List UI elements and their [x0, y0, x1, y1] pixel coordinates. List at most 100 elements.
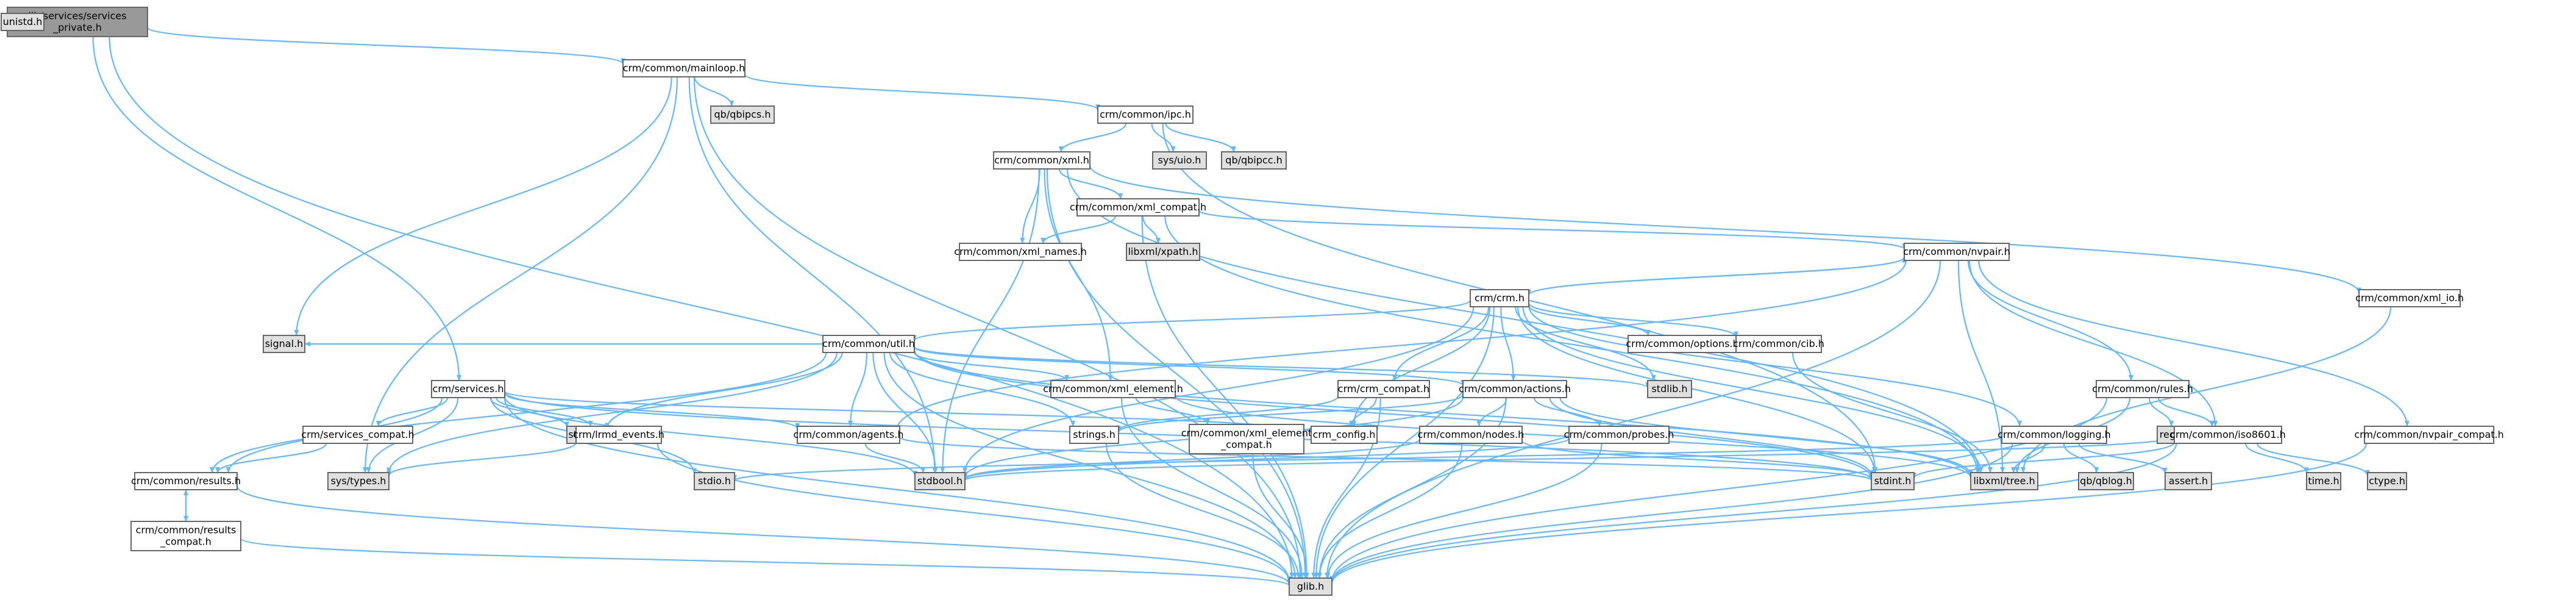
edge-xmlcompat-to-glib: [1141, 215, 1309, 579]
node-label-sysuio-0: sys/uio.h: [1158, 154, 1201, 166]
node-iso8601[interactable]: crm/common/iso8601.h: [2170, 426, 2286, 444]
edge-nodes-to-glib: [1317, 443, 1463, 579]
node-stdint[interactable]: stdint.h: [1871, 472, 1915, 490]
node-stdbool[interactable]: stdbool.h: [914, 472, 966, 490]
edge-lrmd-to-systypes: [386, 442, 577, 477]
edge-xmlelement-to-xmlelementcompat: [1135, 397, 1210, 425]
node-crmcompat[interactable]: crm/crm_compat.h: [1337, 380, 1430, 398]
edge-probes-to-glib: [1325, 443, 1603, 579]
node-glib[interactable]: glib.h: [1289, 578, 1332, 596]
node-xmlelement[interactable]: crm/common/xml_element.h: [1043, 380, 1183, 398]
node-probes[interactable]: crm/common/probes.h: [1564, 426, 1674, 444]
node-assert[interactable]: assert.h: [2165, 472, 2212, 490]
node-systypes[interactable]: sys/types.h: [327, 472, 390, 490]
node-label-stdlib-0: stdlib.h: [1651, 383, 1687, 395]
node-label-xmlelementcompat-1: _compat.h: [1220, 439, 1272, 451]
edge-xml-to-xmlio: [1089, 165, 2361, 294]
node-box-crm: [1470, 289, 1529, 307]
edge-root-to-services: [92, 36, 462, 381]
node-sysuio[interactable]: sys/uio.h: [1152, 151, 1207, 170]
node-servicescompat[interactable]: crm/services_compat.h: [301, 426, 415, 444]
edge-util-to-string: [605, 352, 843, 429]
node-box-crmconfig: [1311, 426, 1378, 444]
edge-util-to-agents: [848, 352, 867, 427]
edges-layer: [7, 20, 2410, 587]
node-box-libxmltree: [1970, 472, 2038, 490]
node-box-options: [1628, 335, 1737, 353]
node-ipc[interactable]: crm/common/ipc.h: [1097, 106, 1194, 124]
node-libxmltree[interactable]: libxml/tree.h: [1970, 472, 2038, 490]
edge-crm-to-actions: [1500, 306, 1516, 381]
edge-services-to-lrmd: [496, 397, 593, 427]
node-xmlcompat[interactable]: crm/common/xml_compat.h: [1070, 198, 1206, 216]
node-cib[interactable]: crm/common/cib.h: [1733, 335, 1824, 353]
edge-root-to-mainloop: [146, 26, 625, 65]
node-libxmlxpath[interactable]: libxml/xpath.h: [1126, 243, 1200, 261]
node-qbipcc[interactable]: qb/qbipcc.h: [1221, 151, 1287, 170]
node-ctype[interactable]: ctype.h: [2367, 472, 2407, 490]
node-nodes[interactable]: crm/common/nodes.h: [1418, 426, 1525, 444]
node-qblog[interactable]: qb/qblog.h: [2078, 472, 2134, 490]
edge-resultscompat-to-glib: [240, 538, 1292, 587]
node-box-iso8601: [2174, 426, 2282, 444]
node-resultscompat[interactable]: crm/common/results_compat.h: [130, 521, 241, 551]
edge-crmcompat-to-strings: [1116, 396, 1339, 432]
node-rules[interactable]: crm/common/rules.h: [2092, 380, 2193, 398]
node-time[interactable]: time.h: [2306, 472, 2341, 490]
node-label-assert-0: assert.h: [2169, 475, 2208, 487]
node-xml[interactable]: crm/common/xml.h: [993, 151, 1091, 170]
node-box-actions: [1462, 380, 1567, 398]
node-util[interactable]: crm/common/util.h: [822, 335, 915, 353]
node-options[interactable]: crm/common/options.h: [1626, 335, 1739, 353]
node-label-servicescompat-0: crm/services_compat.h: [301, 429, 414, 441]
node-xmlio[interactable]: crm/common/xml_io.h: [2355, 289, 2464, 307]
edge-crm-to-stdlib: [1515, 306, 1656, 381]
node-label-util-0: crm/common/util.h: [822, 338, 915, 349]
node-box-probes: [1568, 426, 1670, 444]
node-qbipcs[interactable]: qb/qbipcs.h: [710, 106, 775, 124]
node-unistd[interactable]: unistd.h: [1, 13, 44, 31]
edge-xmlcompat-to-libxmlxpath: [1142, 215, 1161, 244]
node-box-xmlnames: [959, 243, 1082, 261]
node-box-xml: [993, 151, 1091, 170]
edge-crm-to-cib: [1528, 302, 1738, 338]
node-box-nodes: [1419, 426, 1523, 444]
node-box-stdbool: [914, 472, 966, 490]
node-label-actions-0: crm/common/actions.h: [1459, 383, 1571, 395]
node-lrmd[interactable]: crm/lrmd_events.h: [573, 426, 664, 444]
node-crm[interactable]: crm/crm.h: [1470, 289, 1529, 307]
edge-crmcompat-to-crmconfig: [1349, 397, 1377, 427]
node-stdio[interactable]: stdio.h: [694, 472, 735, 490]
node-label-mainloop-0: crm/common/mainloop.h: [623, 62, 745, 74]
node-actions[interactable]: crm/common/actions.h: [1459, 380, 1571, 398]
node-strings[interactable]: strings.h: [1069, 426, 1119, 444]
node-label-options-0: crm/common/options.h: [1626, 338, 1738, 349]
node-label-nvpaircompat-0: crm/common/nvpair_compat.h: [2354, 429, 2503, 441]
node-services[interactable]: crm/services.h: [431, 380, 505, 398]
edge-xmlcompat-to-xmlnames: [1041, 215, 1117, 244]
node-agents[interactable]: crm/common/agents.h: [794, 426, 904, 444]
edge-nvpaircompat-to-glib: [1329, 443, 2367, 585]
node-xmlelementcompat[interactable]: crm/common/xml_element_compat.h: [1181, 424, 1312, 454]
node-box-nvpair: [1904, 243, 2010, 261]
node-nvpaircompat[interactable]: crm/common/nvpair_compat.h: [2354, 426, 2504, 444]
node-box-time: [2306, 472, 2341, 490]
node-xmlnames[interactable]: crm/common/xml_names.h: [954, 243, 1087, 261]
edge-cib-to-libxmltree: [1791, 352, 1993, 473]
edge-mainloop-to-stdbool: [688, 76, 938, 473]
node-signal[interactable]: signal.h: [263, 335, 305, 353]
edge-actions-to-stdint: [1549, 397, 1874, 477]
node-stdlib[interactable]: stdlib.h: [1647, 380, 1692, 398]
edge-util-to-stdlib: [913, 346, 1650, 388]
node-mainloop[interactable]: crm/common/mainloop.h: [622, 59, 745, 77]
node-box-qbipcc: [1221, 151, 1287, 170]
node-label-crm-0: crm/crm.h: [1475, 292, 1525, 304]
node-logging[interactable]: crm/common/logging.h: [1998, 426, 2111, 444]
node-nvpair[interactable]: crm/common/nvpair.h: [1903, 243, 2010, 261]
edge-ipc-to-qbipcc: [1165, 123, 1236, 152]
edge-ipc-to-xml: [1058, 123, 1127, 152]
node-crmconfig[interactable]: crm_config.h: [1311, 426, 1378, 444]
node-results[interactable]: crm/common/results.h: [131, 472, 241, 490]
edge-ipc-to-sysuio: [1151, 123, 1176, 152]
